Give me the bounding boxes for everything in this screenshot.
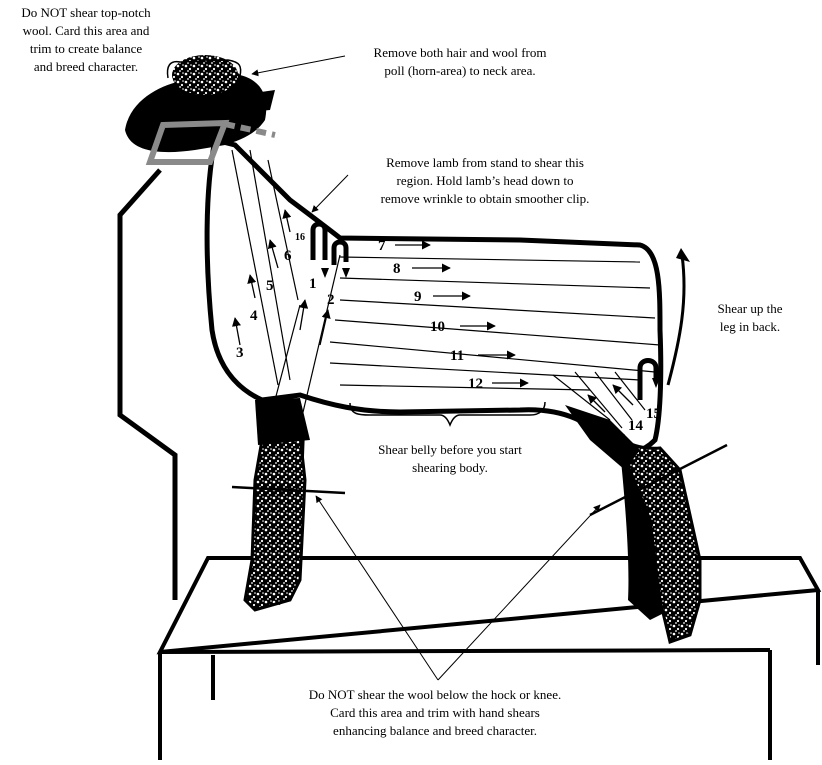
note-line: poll (horn-area) to neck area. — [340, 62, 580, 80]
stroke-number: 4 — [250, 308, 258, 324]
stroke-number: 5 — [266, 278, 274, 294]
leg-back-note: Shear up the leg in back. — [700, 300, 800, 336]
chute-outline — [120, 170, 175, 600]
stroke-number: 8 — [393, 261, 401, 277]
stroke-number: 13 — [611, 431, 626, 447]
note-line: Card this area and trim with hand shears — [280, 704, 590, 722]
front-leg-wool — [245, 435, 305, 610]
note-line: enhancing balance and breed character. — [280, 722, 590, 740]
stroke-number: 14 — [628, 418, 644, 434]
stroke-number: 6 — [284, 248, 292, 264]
top-notch-note: Do NOT shear top-notch wool. Card this a… — [6, 4, 166, 76]
note-line: Shear up the — [700, 300, 800, 318]
leg-back-arrow — [668, 255, 684, 385]
note-line: Shear belly before you start — [350, 441, 550, 459]
note-line: shearing body. — [350, 459, 550, 477]
stroke-number: 11 — [450, 348, 464, 364]
note-line: leg in back. — [700, 318, 800, 336]
stroke-number: 1 — [309, 276, 317, 292]
belly-note: Shear belly before you start shearing bo… — [350, 441, 550, 477]
note-line: Do NOT shear the wool below the hock or … — [280, 686, 590, 704]
poll-note: Remove both hair and wool from poll (hor… — [340, 44, 580, 80]
stroke-number: 3 — [236, 345, 244, 361]
stroke-number: 12 — [468, 376, 483, 392]
note-line: remove wrinkle to obtain smoother clip. — [355, 190, 615, 208]
note-line: region. Hold lamb’s head down to — [355, 172, 615, 190]
note-line: Remove both hair and wool from — [340, 44, 580, 62]
stroke-number: 10 — [430, 319, 445, 335]
note-line: trim to create balance — [6, 40, 166, 58]
stroke-number: 9 — [414, 289, 422, 305]
stroke-number: 16 — [295, 232, 305, 243]
note-line: and breed character. — [6, 58, 166, 76]
note-line: Do NOT shear top-notch — [6, 4, 166, 22]
hock-note: Do NOT shear the wool below the hock or … — [280, 686, 590, 740]
stroke-number: 2 — [327, 292, 335, 308]
stand-note: Remove lamb from stand to shear this reg… — [355, 154, 615, 208]
stroke-number: 7 — [378, 238, 386, 254]
note-line: wool. Card this area and — [6, 22, 166, 40]
note-line: Remove lamb from stand to shear this — [355, 154, 615, 172]
stroke-number: 15 — [646, 406, 661, 422]
